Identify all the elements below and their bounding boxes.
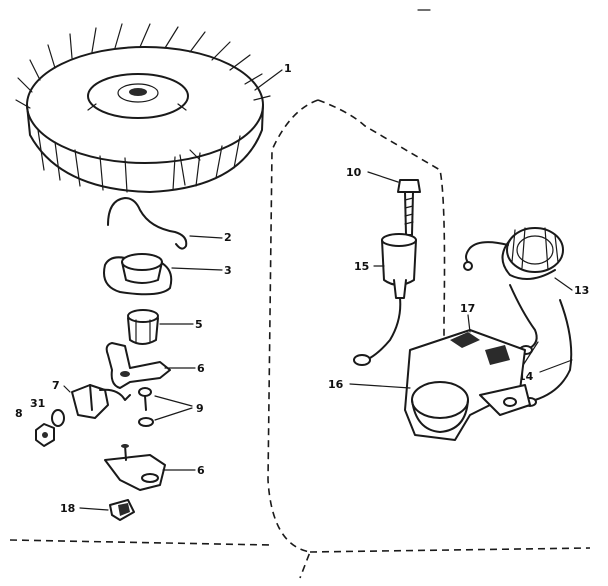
label-1: 1 — [284, 62, 292, 75]
label-16: 16 — [328, 378, 344, 391]
breaker-arm-part — [105, 342, 171, 389]
leader-9b — [154, 407, 193, 421]
label-10: 10 — [346, 166, 362, 179]
label-31: 31 — [30, 397, 45, 410]
base-plate-part — [104, 444, 166, 491]
leader-9a — [154, 395, 193, 407]
washer-31-part — [51, 409, 65, 427]
sleeve-part — [127, 309, 159, 345]
bolt-10-part — [397, 179, 421, 236]
leader-7 — [63, 385, 71, 393]
felt-18-part — [109, 499, 135, 521]
screw-9-part — [138, 387, 154, 427]
condenser-15-part — [353, 233, 417, 366]
label-5: 5 — [195, 318, 203, 331]
leader-14b — [539, 359, 573, 373]
leader-16 — [349, 383, 411, 389]
terminal-block-part — [71, 384, 131, 419]
dashed-boundary-base — [9, 539, 591, 553]
label-7: 7 — [52, 379, 60, 392]
leader-2 — [189, 235, 223, 239]
label-2: 2 — [224, 231, 232, 244]
label-6a: 6 — [197, 362, 205, 375]
label-18: 18 — [60, 502, 75, 515]
leader-10 — [367, 171, 399, 183]
coil-13-part — [463, 227, 564, 280]
leader-17 — [467, 314, 471, 333]
label-3: 3 — [224, 264, 232, 277]
dashed-boundary — [267, 99, 446, 579]
label-15: 15 — [354, 260, 369, 273]
leader-1 — [254, 69, 283, 91]
label-17: 17 — [460, 302, 475, 315]
leader-13 — [554, 277, 573, 291]
label-13: 13 — [574, 284, 589, 297]
cam-cover-part — [103, 253, 173, 296]
label-8: 8 — [15, 407, 23, 420]
leader-18 — [79, 507, 109, 511]
label-9: 9 — [196, 402, 204, 415]
flywheel-part — [15, 23, 271, 193]
leader-3 — [171, 267, 223, 271]
spring-clip-part — [107, 197, 188, 250]
bracket-16-part — [404, 329, 531, 441]
label-6b: 6 — [197, 464, 205, 477]
nut-8-part — [35, 423, 55, 447]
